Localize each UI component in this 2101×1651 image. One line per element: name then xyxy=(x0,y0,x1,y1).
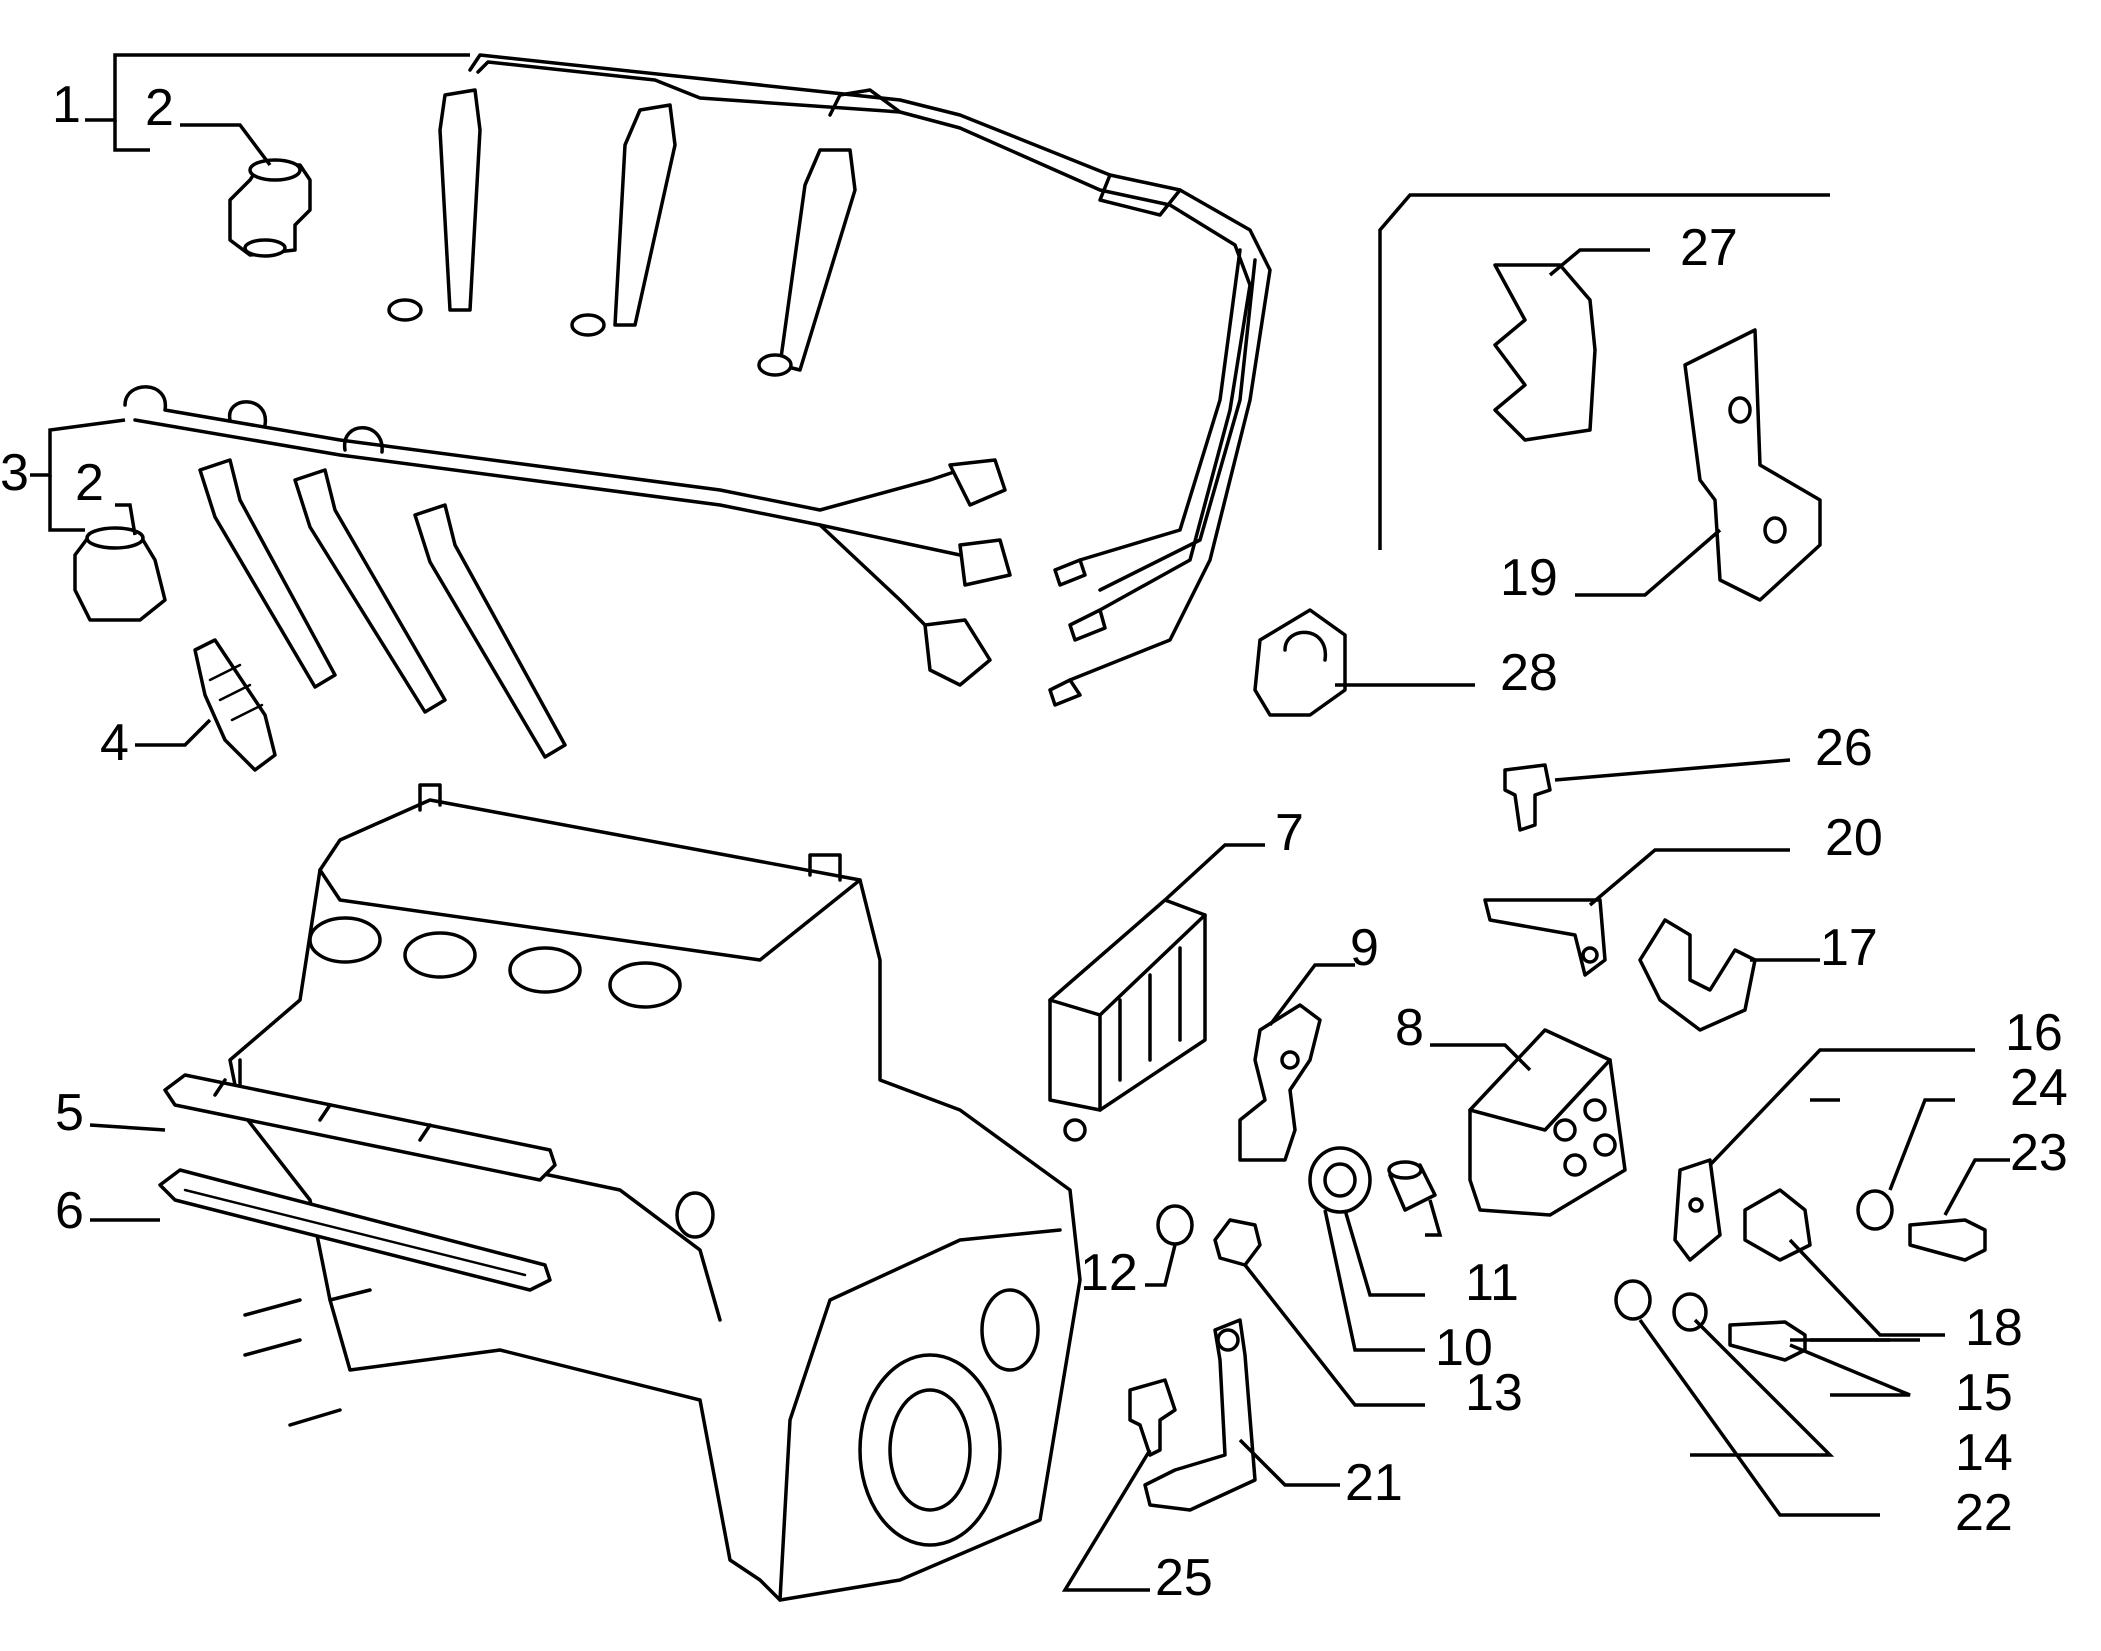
label-3: 3 xyxy=(0,444,29,502)
label-10: 10 xyxy=(1435,1319,1493,1377)
label-11: 11 xyxy=(1465,1254,1519,1312)
callout-labels: 1 2 3 2 4 5 6 7 8 9 10 11 12 13 14 15 16… xyxy=(0,76,2068,1607)
label-5: 5 xyxy=(55,1084,84,1142)
label-12: 12 xyxy=(1080,1244,1138,1302)
label-9: 9 xyxy=(1350,919,1379,977)
part-10-grommet xyxy=(1308,1146,1372,1214)
label-2-upper: 2 xyxy=(145,79,174,137)
label-19: 19 xyxy=(1500,549,1558,607)
label-15: 15 xyxy=(1955,1364,2013,1422)
label-21: 21 xyxy=(1345,1454,1403,1512)
label-24: 24 xyxy=(2010,1059,2068,1117)
part-13-nut xyxy=(1213,1218,1262,1267)
part-8-connector-block xyxy=(1468,1028,1627,1217)
part-28-clip xyxy=(1253,608,1347,717)
part-16-plate xyxy=(1673,1158,1722,1262)
label-13: 13 xyxy=(1465,1364,1523,1422)
part-3-ignition-cable-set-lower xyxy=(123,385,1012,759)
part-4-spark-plug xyxy=(193,638,277,772)
part-7-ignition-module xyxy=(1048,898,1207,1142)
part-22-washer xyxy=(1614,1279,1652,1321)
part-12-washer xyxy=(1156,1204,1194,1246)
label-26: 26 xyxy=(1815,719,1873,777)
part-6-gasket-tray xyxy=(158,1168,552,1292)
label-18: 18 xyxy=(1965,1299,2023,1357)
label-7: 7 xyxy=(1275,804,1304,862)
part-21-ground-strap xyxy=(1143,1318,1257,1512)
label-20: 20 xyxy=(1825,809,1883,867)
label-1: 1 xyxy=(52,76,81,134)
part-9-clip-bracket xyxy=(1238,1003,1322,1162)
part-5-cover-strip xyxy=(163,1073,557,1182)
label-2-lower: 2 xyxy=(75,454,104,512)
part-26-bolt xyxy=(1503,763,1552,832)
label-22: 22 xyxy=(1955,1484,2013,1542)
label-8: 8 xyxy=(1395,999,1424,1057)
part-20-bracket xyxy=(1483,898,1607,977)
part-17-clip xyxy=(1638,918,1757,1032)
label-28: 28 xyxy=(1500,644,1558,702)
part-24-washer xyxy=(1856,1189,1894,1231)
part-2-grommet-upper xyxy=(228,158,312,258)
part-1-ignition-cable-set-upper xyxy=(387,53,1272,707)
label-6: 6 xyxy=(55,1182,84,1240)
label-17: 17 xyxy=(1820,919,1878,977)
leader-lines xyxy=(30,53,2010,1592)
part-25-bolt xyxy=(1128,1378,1177,1457)
label-27: 27 xyxy=(1680,219,1738,277)
part-11-sleeve xyxy=(1387,1160,1437,1212)
part-23-bolt xyxy=(1908,1218,1987,1262)
part-19-mounting-bracket xyxy=(1683,328,1822,602)
label-14: 14 xyxy=(1955,1424,2013,1482)
label-25: 25 xyxy=(1155,1549,1213,1607)
label-4: 4 xyxy=(100,714,129,772)
label-23: 23 xyxy=(2010,1124,2068,1182)
label-16: 16 xyxy=(2005,1004,2063,1062)
part-27-cable-holder xyxy=(1493,263,1597,442)
part-2-grommet-lower xyxy=(73,526,167,622)
separator-line xyxy=(1378,193,1830,550)
engine-block xyxy=(228,783,1082,1602)
